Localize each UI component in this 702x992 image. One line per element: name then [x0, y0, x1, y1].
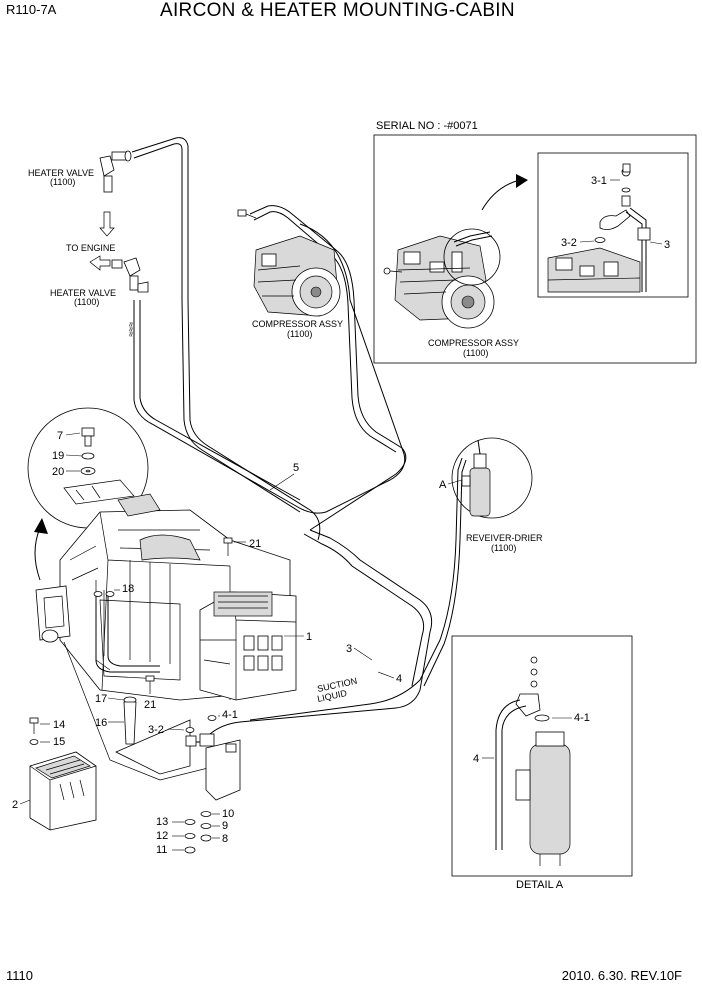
callout-18: 18	[122, 583, 134, 595]
callout-12: 12	[156, 830, 168, 842]
flow-arrow-left-icon	[89, 255, 111, 271]
model-code: R110-7A	[6, 2, 57, 17]
callout-7: 7	[57, 430, 63, 442]
callout-5: 5	[293, 462, 299, 474]
inset-zoom-detail	[547, 163, 651, 293]
page-number: 1110	[6, 968, 33, 983]
flow-arrow-down-icon	[99, 211, 115, 237]
callout-4-1-detail: 4-1	[574, 712, 590, 724]
callout-11: 11	[156, 844, 167, 856]
control-box-icon	[199, 591, 297, 701]
heater-valve-top: HEATER VALVE (1100)	[28, 150, 132, 193]
heater-hoses: ≈≈≈	[126, 137, 406, 541]
serial-no-label: SERIAL NO : -#0071	[376, 120, 478, 132]
svg-text:≈≈≈: ≈≈≈	[126, 322, 136, 337]
callout-20: 20	[52, 466, 64, 478]
mounting-bracket	[115, 719, 191, 775]
callout-15: 15	[53, 736, 65, 748]
control-panel-2	[29, 751, 97, 831]
callout-19: 19	[52, 450, 64, 462]
callout-3-2-inset: 3-2	[561, 237, 577, 249]
drain-hose	[123, 696, 137, 745]
bolt-21-lower	[145, 675, 155, 694]
heater-valve-bottom: HEATER VALVE (1100)	[50, 255, 149, 307]
heater-valve-top-label: HEATER VALVE	[28, 168, 94, 178]
compressor-icon	[237, 209, 341, 317]
serial-inset-frame	[373, 134, 697, 364]
heater-valve-bottom-code: (1100)	[74, 297, 99, 307]
washer-15	[29, 739, 39, 745]
callout-14: 14	[53, 719, 65, 731]
inset-magnifier	[443, 228, 501, 286]
detail-a-label: DETAIL A	[516, 879, 564, 891]
arrow-icon	[481, 179, 521, 211]
detail-ref-a: A	[439, 479, 447, 491]
detail-a-inset	[451, 635, 633, 877]
callout-16: 16	[95, 717, 107, 729]
callout-3-1: 3-1	[591, 175, 607, 187]
expansion-fittings	[185, 715, 237, 753]
callout-3: 3	[346, 643, 352, 655]
callout-4-1: 4-1	[222, 709, 238, 721]
inset-compressor-code: (1100)	[463, 348, 488, 358]
callout-10: 10	[222, 808, 234, 820]
callout-21-upper: 21	[249, 538, 261, 550]
receiver-drier-label: REVEIVER-DRIER	[466, 533, 543, 543]
screw-14	[29, 717, 39, 734]
callout-9: 9	[222, 820, 228, 832]
bolt-21-upper	[223, 537, 233, 556]
detail-arrow-icon	[34, 527, 41, 581]
heater-valve-top-code: (1100)	[50, 177, 75, 187]
receiver-drier-icon	[451, 437, 533, 519]
compressor-assy-label: COMPRESSOR ASSY	[252, 319, 343, 329]
callout-1: 1	[306, 631, 312, 643]
serial-inset: SERIAL NO : -#0071	[373, 120, 697, 364]
heater-valve-bottom-label: HEATER VALVE	[50, 288, 116, 298]
callout-13: 13	[156, 816, 168, 828]
callout-3-inset: 3	[664, 239, 670, 251]
callout-8: 8	[222, 833, 228, 845]
callout-3-2: 3-2	[148, 724, 164, 736]
serial-zoom-frame	[537, 152, 689, 298]
inset-compressor-icon	[383, 235, 495, 329]
receiver-drier-code: (1100)	[491, 543, 516, 553]
inset-hose	[453, 231, 491, 243]
revision-date: 2010. 6.30. REV.10F	[561, 968, 682, 983]
fastener-detail	[27, 407, 149, 529]
compressor-assy-code: (1100)	[287, 329, 312, 339]
small-hardware	[184, 811, 212, 854]
to-engine-label: TO ENGINE	[66, 243, 115, 253]
callout-17: 17	[95, 693, 107, 705]
callout-4-detail: 4	[473, 753, 479, 765]
valve-bracket	[205, 739, 241, 801]
detail-a-frame	[451, 635, 633, 877]
callout-21-lower: 21	[144, 699, 156, 711]
callout-4: 4	[396, 673, 402, 685]
drain-tubes	[93, 591, 160, 673]
page-title: AIRCON & HEATER MOUNTING-CABIN	[160, 0, 515, 21]
inset-compressor-label: COMPRESSOR ASSY	[428, 338, 519, 348]
callout-2: 2	[12, 799, 18, 811]
